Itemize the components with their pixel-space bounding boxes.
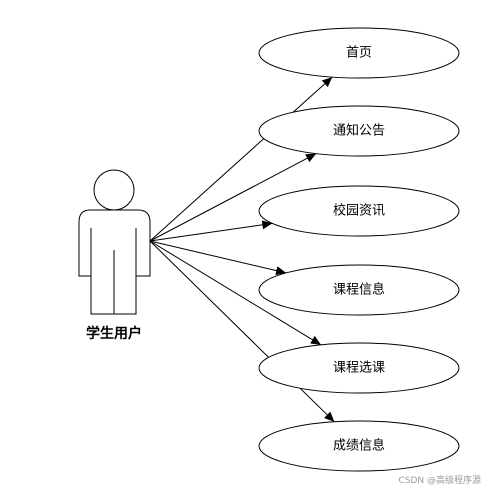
use-case-grade-info[interactable]: 成绩信息 xyxy=(258,420,460,472)
use-case-label: 成绩信息 xyxy=(333,438,385,454)
use-case-ellipse xyxy=(258,27,460,79)
association-arrow-1 xyxy=(149,153,317,242)
use-cases: 首页 通知公告 校园资讯 课程信息 课程选课 成绩信息 xyxy=(258,27,460,472)
use-case-course-selection[interactable]: 课程选课 xyxy=(258,342,460,394)
use-case-label: 课程信息 xyxy=(333,282,385,298)
use-case-campus-news[interactable]: 校园资讯 xyxy=(258,185,460,237)
association-arrow-5 xyxy=(149,240,335,423)
association-arrow-2 xyxy=(149,220,273,242)
use-case-ellipse xyxy=(258,105,460,157)
use-case-notices[interactable]: 通知公告 xyxy=(258,105,460,157)
use-case-ellipse xyxy=(258,185,460,237)
use-case-ellipse xyxy=(258,264,460,316)
association-arrow-0 xyxy=(149,76,333,242)
watermark-text: CSDN @高级程序源 xyxy=(398,474,481,486)
association-arrow-4 xyxy=(149,240,322,346)
actor-body xyxy=(78,209,151,315)
actor-figure-icon xyxy=(78,169,151,315)
use-case-ellipse xyxy=(258,342,460,394)
association-arrow-3 xyxy=(149,240,287,275)
use-case-label: 校园资讯 xyxy=(333,203,385,219)
use-case-course-info[interactable]: 课程信息 xyxy=(258,264,460,316)
actor-head xyxy=(93,169,135,211)
use-case-label: 通知公告 xyxy=(333,123,385,139)
association-arrows xyxy=(149,76,335,423)
use-case-homepage[interactable]: 首页 xyxy=(258,27,460,79)
use-case-label: 首页 xyxy=(346,46,372,61)
use-case-label: 课程选课 xyxy=(333,361,385,376)
use-case-ellipse xyxy=(258,420,460,472)
actor-label: 学生用户 xyxy=(86,325,142,342)
